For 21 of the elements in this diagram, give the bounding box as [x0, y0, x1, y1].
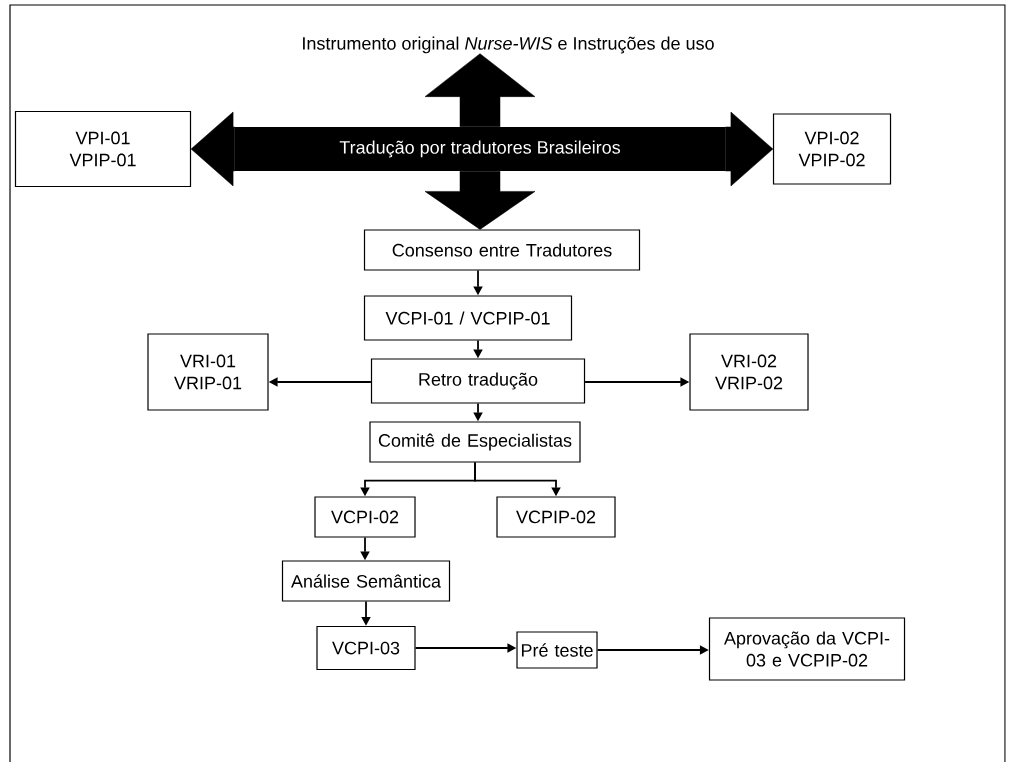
node-label: Tradução por tradutores Brasileiros — [339, 140, 621, 158]
process-box: Consenso entre Tradutores — [363, 229, 641, 271]
process-box: VPI-01 VPIP-01 — [14, 110, 192, 188]
process-box: Análise Semântica — [281, 560, 451, 602]
process-box: VCPI-01 / VCPIP-01 — [363, 295, 573, 341]
process-box: Aprovação da VCPI-03 e VCPIP-02 — [708, 617, 906, 681]
process-box: VRI-01 VRIP-01 — [147, 333, 269, 411]
arrow — [724, 111, 774, 187]
process-box: VCPI-03 — [316, 625, 416, 671]
process-box: Comitê de Especialistas — [369, 421, 581, 463]
process-box: VCPIP-02 — [496, 496, 616, 538]
process-box: Retro tradução — [370, 358, 586, 404]
process-box: Pré teste — [516, 631, 598, 669]
arrow — [190, 111, 236, 187]
arrow — [424, 53, 536, 128]
process-box: VPI-02 VPIP-02 — [772, 113, 892, 185]
process-box: VCPI-02 — [314, 496, 416, 538]
arrow — [424, 170, 536, 230]
heading-text: Instrumento original Nurse-WIS e Instruções de uso — [303, 36, 714, 54]
process-box: VRI-02 VRIP-02 — [689, 333, 809, 411]
cross-arrow-band: Tradução por tradutores Brasileiros — [235, 127, 725, 171]
